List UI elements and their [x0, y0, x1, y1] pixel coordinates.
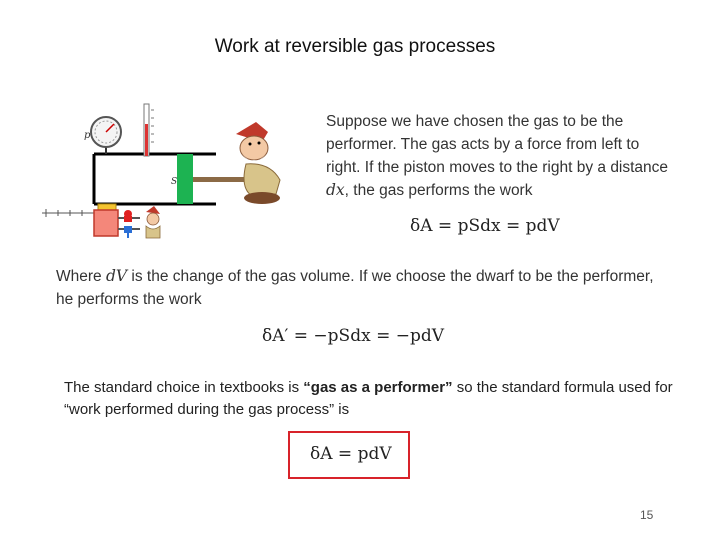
piston [177, 154, 193, 204]
highlight-box [288, 431, 410, 479]
formula-standard-work: δA = pdV [310, 444, 392, 464]
var-dx: dx [326, 181, 345, 199]
piston-rod [193, 177, 255, 182]
heater-block [93, 209, 119, 237]
valve-red-icon [118, 210, 140, 222]
formula-gas-work: δA = pSdx = pdV [410, 216, 560, 236]
thermometer-icon [143, 103, 154, 157]
page-title: Work at reversible gas processes [214, 36, 496, 57]
piston-area-label: S [171, 177, 177, 187]
gas-cylinder-illustration: p S [42, 103, 281, 239]
gauge-label: p [84, 130, 91, 141]
page-number: 15 [640, 508, 654, 522]
paragraph-dwarf-performer: Where dV is the change of the gas volume… [56, 267, 654, 308]
pressure-gauge-icon [90, 116, 122, 154]
valve-blue-icon [118, 226, 140, 238]
formula-dwarf-work: δA′ = −pSdx = −pdV [262, 326, 445, 346]
paragraph-gas-performer: Suppose we have chosen the gas to be the… [326, 113, 669, 199]
small-dwarf-icon [145, 206, 161, 239]
dwarf-icon [236, 122, 281, 204]
var-dV: dV [105, 267, 128, 285]
paragraph-standard-choice: The standard choice in textbooks is “gas… [64, 379, 673, 418]
